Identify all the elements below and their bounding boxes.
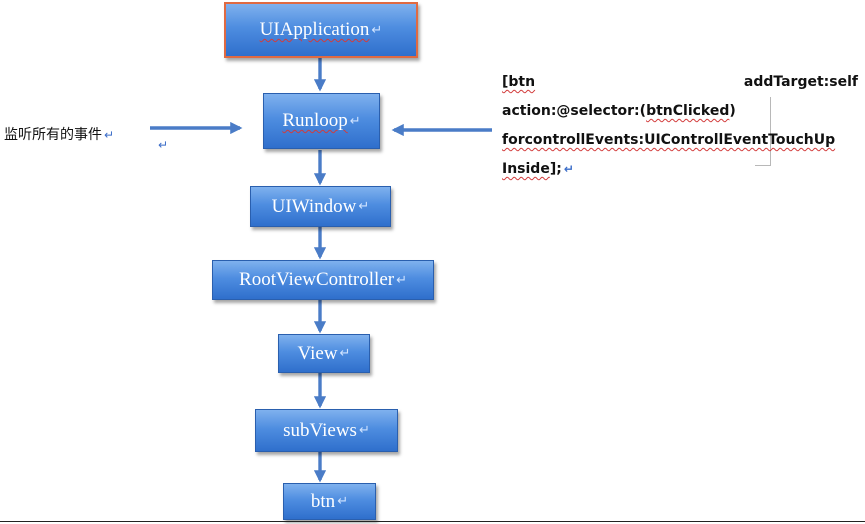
- add-target-code-block: [btn addTarget:self action:@selector:(bt…: [502, 68, 860, 184]
- btn-label: btn: [310, 490, 336, 512]
- rootviewcontroller-label: RootViewController: [239, 269, 395, 290]
- runloop-box: Runloop↵: [263, 93, 380, 149]
- code-line-1: [btn addTarget:self: [502, 68, 860, 97]
- code-inside-token: Inside: [502, 161, 550, 177]
- runloop-label: Runloop: [282, 110, 348, 131]
- uiapplication-label: UIApplication: [259, 19, 370, 40]
- view-label: View: [297, 342, 338, 364]
- uiwindow-label: UIWindow: [271, 195, 357, 217]
- view-box: View↵: [278, 334, 370, 373]
- paragraph-mark-icon: ↵: [563, 162, 574, 176]
- listen-all-events-label: 监听所有的事件: [4, 127, 102, 143]
- paragraph-mark-icon: ↵: [104, 128, 115, 142]
- uiwindow-box: UIWindow↵: [250, 186, 391, 227]
- paragraph-mark-icon: ↵: [158, 138, 169, 152]
- code-action-prefix: action:@selector:(: [502, 103, 647, 119]
- btn-box: btn↵: [283, 483, 376, 520]
- code-line-end: ];: [549, 161, 562, 177]
- paragraph-mark-icon: ↵: [396, 272, 407, 288]
- bottom-border-line: [0, 521, 865, 522]
- paragraph-mark-icon: ↵: [337, 494, 349, 509]
- paragraph-mark-icon: ↵: [371, 22, 383, 38]
- listen-all-events-annotation: 监听所有的事件↵: [4, 124, 114, 144]
- code-line-4: Inside];↵: [502, 155, 860, 184]
- code-control-events: forcontrollEvents:UIControllEventTouchUp: [502, 132, 836, 148]
- code-line-2: action:@selector:(btnClicked): [502, 97, 860, 126]
- code-add-target-token: addTarget:self: [743, 74, 858, 90]
- subviews-label: subViews: [283, 419, 357, 441]
- paragraph-mark-icon: ↵: [339, 346, 351, 361]
- subviews-box: subViews↵: [255, 409, 398, 452]
- rootviewcontroller-box: RootViewController↵: [212, 260, 434, 300]
- uiapplication-box: UIApplication↵: [224, 2, 418, 58]
- text-selection-bracket: [755, 97, 771, 166]
- paragraph-mark-icon: ↵: [358, 423, 370, 438]
- code-btn-token: [btn: [502, 74, 536, 90]
- code-line-3: forcontrollEvents:UIControllEventTouchUp: [502, 126, 860, 155]
- code-selector-name: btnClicked: [646, 103, 730, 119]
- paragraph-mark-icon: ↵: [358, 199, 370, 214]
- paragraph-mark-icon: ↵: [349, 113, 361, 129]
- code-action-suffix: ): [729, 103, 736, 119]
